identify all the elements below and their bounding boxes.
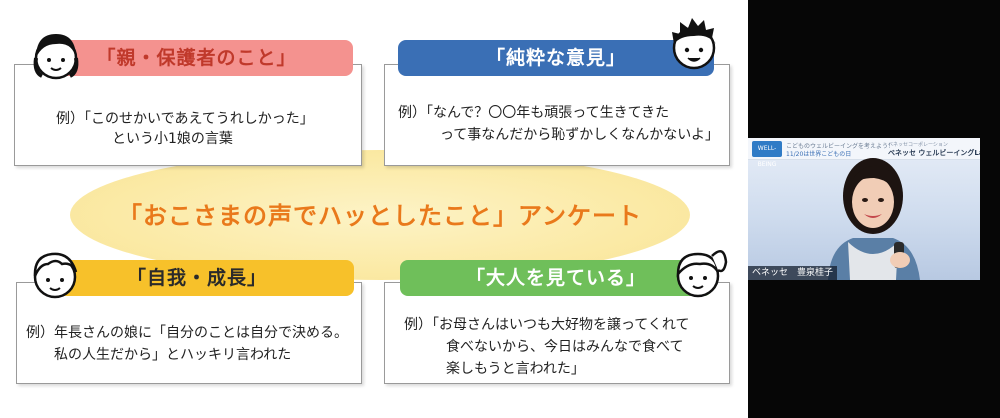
participant-name-tag: ベネッセ 豊泉桂子 bbox=[748, 266, 838, 280]
center-ellipse bbox=[70, 150, 690, 280]
card-parent bbox=[14, 64, 362, 166]
card-pure-opinion bbox=[384, 64, 730, 166]
card-self-growth-label: 「自我・成長」 bbox=[40, 260, 354, 296]
card-watching-adults bbox=[384, 282, 730, 384]
card-pure-opinion-label: 「純粋な意見」 bbox=[398, 40, 714, 76]
boy-face-icon bbox=[672, 18, 716, 70]
card-watching-adults-label: 「大人を見ている」 bbox=[400, 260, 712, 296]
banner-text-line-1: こどものウェルビーイングを考えよう！ bbox=[786, 143, 895, 150]
card-watching-adults-line-1: 例）「お母さんはいつも大好物を譲ってくれて bbox=[404, 317, 690, 333]
card-pure-opinion-line-2: って事なんだから恥ずかしくなんかないよ」 bbox=[398, 127, 720, 143]
slide-center-title: 「おこさまの声でハッとしたこと」アンケート bbox=[117, 202, 643, 230]
girl-face-icon bbox=[33, 34, 79, 80]
presenter-figure bbox=[828, 158, 920, 280]
card-pure-opinion-line-1: 例）「なんで？〇〇年も頑張って生きてきた bbox=[398, 105, 670, 121]
child-face-icon bbox=[33, 252, 78, 299]
card-self-growth bbox=[16, 282, 362, 384]
girl-ponytail-face-icon bbox=[676, 249, 728, 298]
card-self-growth-line-2: 私の人生だから」とハッキリ言われた bbox=[26, 347, 292, 363]
presentation-slide: 「おこさまの声でハッとしたこと」アンケート 「親・保護者のこと」 例）「このせか… bbox=[0, 0, 748, 418]
wellbeing-logo: WELL-BEING bbox=[752, 141, 782, 168]
card-watching-adults-line-3: 楽しもうと言われた」 bbox=[404, 361, 585, 377]
card-watching-adults-line-2: 食べないから、今日はみんなで食べて bbox=[404, 339, 684, 355]
banner-text-line-4: ベネッセ ウェルビーイングLab bbox=[888, 149, 980, 157]
card-self-growth-line-1: 例）年長さんの娘に「自分のことは自分で決める。 bbox=[26, 325, 348, 341]
card-parent-label: 「親・保護者のこと」 bbox=[40, 40, 353, 76]
banner-text-line-2: 11/20は世界こどもの日 bbox=[786, 151, 852, 158]
video-background-banner: WELL-BEING こどものウェルビーイングを考えよう！ 11/20は世界こど… bbox=[748, 138, 980, 168]
card-parent-line-2: という小1娘の言葉 bbox=[56, 131, 233, 147]
participant-video-tile[interactable]: WELL-BEING こどものウェルビーイングを考えよう！ 11/20は世界こど… bbox=[748, 138, 980, 280]
card-parent-line-1: 例）「このせかいであえてうれしかった」 bbox=[56, 111, 314, 127]
banner-text-line-3: ベネッセコーポレーション bbox=[888, 142, 948, 148]
